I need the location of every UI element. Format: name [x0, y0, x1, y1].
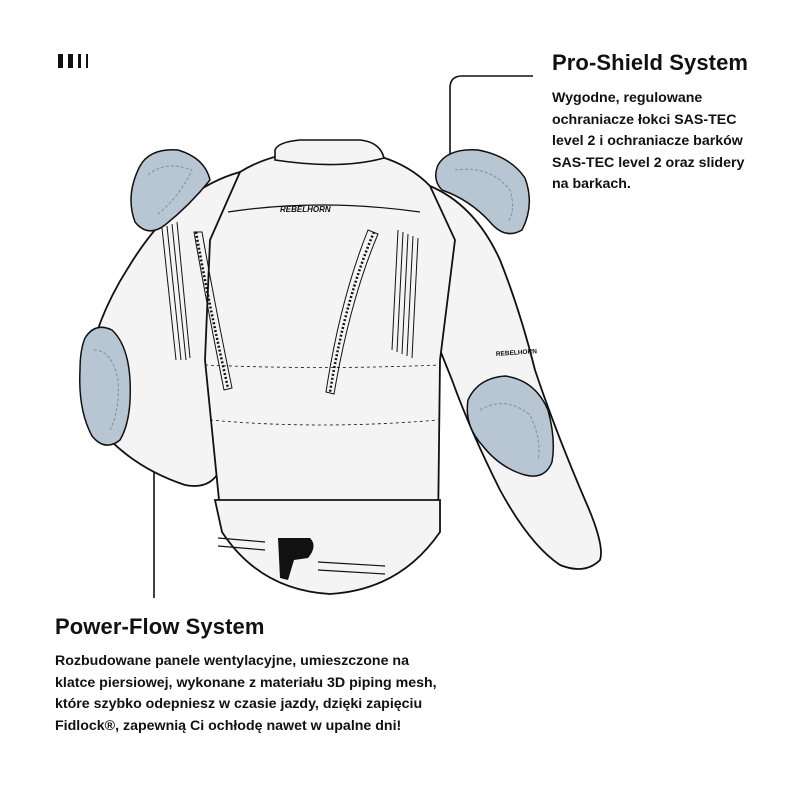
logo-bar — [58, 54, 63, 68]
logo-bars — [58, 54, 88, 68]
power-flow-line: Rozbudowane panele wentylacyjne, umieszc… — [55, 653, 409, 669]
yoke-seam — [227, 204, 421, 213]
pro-shield-line: ochraniacze łokci SAS-TEC — [552, 111, 737, 128]
pro-shield-line: Wygodne, regulowane — [552, 90, 703, 106]
shoulder-protector-left — [130, 149, 211, 232]
waist-trim-lines — [217, 537, 386, 575]
power-flow-line: które szybko odepniesz w czasie jazdy, d… — [55, 696, 423, 712]
power-flow-description: Rozbudowane panele wentylacyjne, umieszc… — [55, 651, 485, 737]
stitch-lines — [204, 364, 441, 426]
back-brand-label: REBELHORN — [280, 205, 331, 214]
logo-bar — [86, 54, 88, 68]
pro-shield-leader-line — [449, 75, 533, 160]
sleeve-brand-label: REBELHORN — [496, 348, 538, 358]
side-vent-panels — [161, 221, 419, 361]
waist-band — [213, 499, 441, 595]
power-flow-line: klatce piersiowej, wykonane z materiału … — [55, 674, 437, 691]
pro-shield-line: level 2 i ochraniacze barków — [552, 133, 743, 149]
elbow-protector-right — [466, 375, 555, 477]
pro-shield-line: SAS-TEC level 2 oraz slidery — [552, 154, 745, 171]
power-flow-title: Power-Flow System — [55, 614, 265, 639]
logo-bar — [68, 54, 73, 68]
pro-shield-description: Wygodne, regulowane ochraniacze łokci SA… — [552, 88, 782, 196]
left-vent-zipper — [194, 231, 230, 389]
collar — [274, 139, 385, 166]
pro-shield-title: Pro-Shield System — [552, 50, 749, 75]
rebelhorn-emblem — [278, 538, 314, 580]
logo-bar — [78, 54, 81, 68]
power-flow-line: Fidlock®, zapewnią Ci ochłodę nawet w up… — [55, 717, 402, 734]
back-vent-zippers — [193, 229, 379, 395]
shoulder-protector-right — [435, 149, 531, 235]
pro-shield-line: na barkach. — [552, 176, 631, 192]
right-vent-zipper — [328, 231, 376, 393]
elbow-protector-left — [79, 326, 132, 446]
